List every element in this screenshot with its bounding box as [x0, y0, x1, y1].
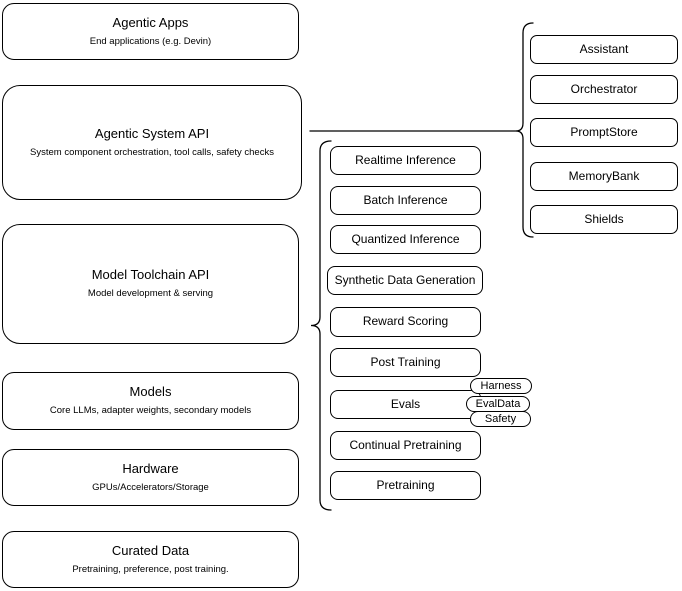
toolchain-brace — [310, 140, 332, 511]
node-title: Models — [129, 384, 172, 400]
node-title: Model Toolchain API — [91, 267, 210, 283]
node-reward-scoring: Reward Scoring — [330, 307, 481, 337]
node-subtitle: Model development & serving — [87, 288, 214, 300]
node-realtime-inference: Realtime Inference — [330, 146, 481, 175]
node-memorybank: MemoryBank — [530, 162, 678, 191]
node-title: Curated Data — [111, 542, 190, 558]
node-subtitle: End applications (e.g. Devin) — [89, 35, 212, 47]
node-model-toolchain-api: Model Toolchain API Model development & … — [2, 224, 299, 344]
node-batch-inference: Batch Inference — [330, 186, 481, 215]
node-hardware: Hardware GPUs/Accelerators/Storage — [2, 449, 299, 506]
node-shields: Shields — [530, 205, 678, 234]
pill-safety: Safety — [470, 411, 531, 427]
node-subtitle: System component orchestration, tool cal… — [30, 146, 274, 158]
node-orchestrator: Orchestrator — [530, 75, 678, 104]
pill-harness: Harness — [470, 378, 532, 394]
node-assistant: Assistant — [530, 35, 678, 64]
node-quantized-inference: Quantized Inference — [330, 225, 481, 254]
node-synthetic-data-generation: Synthetic Data Generation — [327, 266, 483, 295]
node-title: Hardware — [122, 460, 179, 476]
node-continual-pretraining: Continual Pretraining — [330, 431, 481, 460]
pill-evaldata: EvalData — [466, 396, 530, 412]
node-promptstore: PromptStore — [530, 118, 678, 147]
node-title: Agentic Apps — [112, 14, 189, 30]
node-pretraining: Pretraining — [330, 471, 481, 500]
node-subtitle: GPUs/Accelerators/Storage — [92, 481, 209, 493]
node-evals: Evals — [330, 390, 481, 419]
node-subtitle: Core LLMs, adapter weights, secondary mo… — [49, 405, 252, 417]
node-post-training: Post Training — [330, 348, 481, 377]
node-curated-data: Curated Data Pretraining, preference, po… — [2, 531, 299, 588]
node-title: Agentic System API — [94, 125, 210, 141]
node-subtitle: Pretraining, preference, post training. — [72, 563, 229, 575]
node-models: Models Core LLMs, adapter weights, secon… — [2, 372, 299, 430]
node-agentic-apps: Agentic Apps End applications (e.g. Devi… — [2, 3, 299, 60]
node-agentic-system-api: Agentic System API System component orch… — [2, 85, 302, 200]
